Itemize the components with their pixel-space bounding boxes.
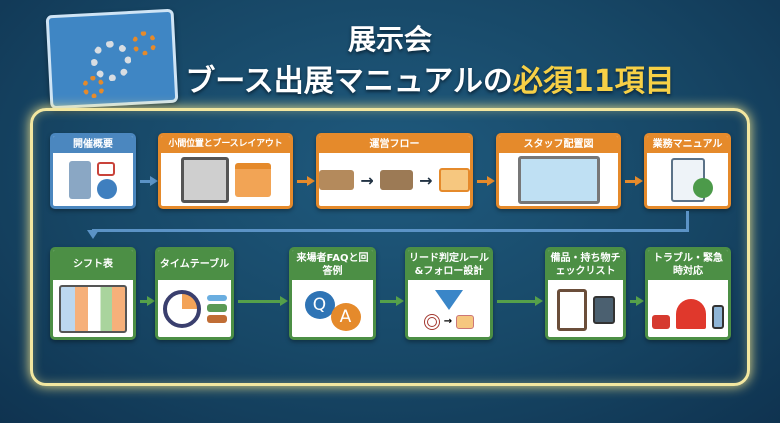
staff-layout-icon [499, 154, 618, 206]
arrow-icon [497, 296, 543, 306]
title-main: ブース出展マニュアルの [185, 64, 513, 99]
card-event-overview: 開催概要 [50, 133, 136, 209]
title-line1: 展示会 [347, 23, 432, 56]
card-label: シフト表 [53, 250, 133, 280]
arrow-down-icon [87, 230, 99, 239]
card-label: 運営フロー [319, 136, 470, 153]
arrow-icon [630, 296, 644, 306]
card-label: 来場者FAQと回答例 [292, 250, 373, 280]
building-calendar-globe-icon [53, 154, 133, 206]
funnel-target-mail-icon: → [408, 282, 490, 337]
title-highlight: 必須11項目 [512, 64, 675, 99]
shift-table-icon [53, 280, 133, 337]
card-work-manual: 業務マニュアル [644, 133, 731, 209]
floor-map-booth-icon [161, 154, 290, 206]
clipboard-checklist-icon [548, 282, 623, 337]
card-booth-layout: 小間位置とブースレイアウト [158, 133, 293, 209]
a-bubble: A [330, 302, 361, 331]
arrow-icon [477, 176, 495, 186]
reception-meeting-mail-icon: → → [319, 154, 470, 206]
q-bubble: Q [304, 290, 335, 319]
card-label: タイムテーブル [158, 250, 231, 280]
alarm-firstaid-icon [648, 282, 728, 337]
arrow-icon [238, 296, 288, 306]
arrow-icon [140, 296, 155, 306]
connector-line [92, 229, 689, 232]
card-label: スタッフ配置図 [499, 136, 618, 153]
card-faq: 来場者FAQと回答例 Q A [289, 247, 376, 340]
arrow-icon [380, 296, 404, 306]
document-gear-icon [647, 154, 728, 206]
card-label: リード判定ルール&フォロー設計 [408, 250, 490, 280]
card-label: 小間位置とブースレイアウト [161, 136, 290, 153]
card-label: 備品・持ち物チェックリスト [548, 250, 623, 280]
arrow-icon [297, 176, 315, 186]
card-operation-flow: 運営フロー → → [316, 133, 473, 209]
card-equipment-checklist: 備品・持ち物チェックリスト [545, 247, 626, 340]
card-shift-table: シフト表 [50, 247, 136, 340]
card-label: 開催概要 [53, 136, 133, 153]
qa-bubbles-icon: Q A [292, 282, 373, 337]
connector-line [686, 211, 689, 231]
arrow-icon [140, 176, 158, 186]
clock-schedule-icon [158, 280, 231, 337]
card-staff-layout: スタッフ配置図 [496, 133, 621, 209]
card-timetable: タイムテーブル [155, 247, 234, 340]
card-lead-rules: リード判定ルール&フォロー設計 → [405, 247, 493, 340]
card-trouble-response: トラブル・緊急時対応 [645, 247, 731, 340]
arrow-icon [625, 176, 643, 186]
card-label: トラブル・緊急時対応 [648, 250, 728, 280]
title-line2: ブース出展マニュアルの必須11項目 [40, 56, 780, 100]
content-frame [30, 108, 750, 386]
card-label: 業務マニュアル [647, 136, 728, 153]
